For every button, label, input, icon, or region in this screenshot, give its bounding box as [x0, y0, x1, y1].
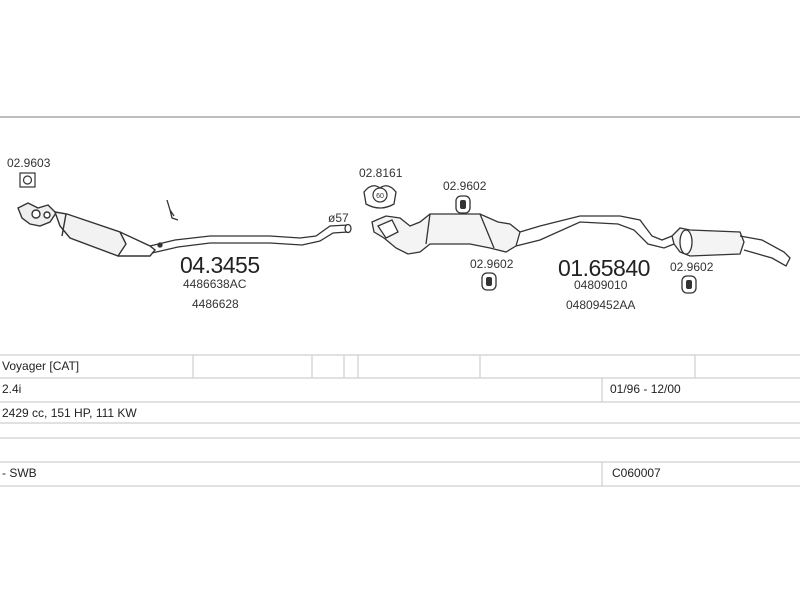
hanger-1-label: 02.9602	[443, 179, 487, 193]
vehicle-production: 01/96 - 12/00	[610, 382, 681, 396]
rear-box-oe-2: 04809452AA	[566, 298, 636, 312]
hanger-icon-3	[681, 275, 697, 294]
clamp-icon	[19, 172, 36, 188]
hanger-icon-1	[455, 195, 471, 214]
hanger-2-label: 02.9602	[470, 257, 514, 271]
hanger-3-label: 02.9602	[670, 260, 714, 274]
front-pipe-code: 04.3455	[180, 252, 260, 278]
bracket-icon	[363, 185, 397, 209]
front-pipe-oe-1: 4486638AC	[183, 277, 247, 291]
middle-silencer	[371, 213, 675, 255]
vehicle-engine: 2.4i	[2, 382, 22, 396]
clamp-label: 02.9603	[7, 156, 51, 170]
front-pipe	[149, 223, 352, 254]
front-pipe-oe-2: 4486628	[192, 297, 239, 311]
rear-box-code: 01.65840	[558, 255, 650, 281]
pipe-size-label: ø57	[328, 211, 349, 225]
bracket-badge: 60	[376, 193, 384, 200]
kit-code: C060007	[612, 466, 661, 480]
vehicle-variant: - SWB	[2, 466, 37, 480]
hanger-icon-2	[481, 272, 497, 291]
rear-silencer	[671, 227, 791, 267]
catalytic-converter	[17, 202, 156, 257]
vehicle-model: Voyager [CAT]	[2, 359, 80, 373]
table-grid	[0, 354, 800, 487]
bracket-label: 02.8161	[359, 166, 403, 180]
rear-box-oe-1: 04809010	[574, 278, 628, 292]
vehicle-specs: 2429 cc, 151 HP, 111 KW	[2, 406, 137, 420]
hanger-hook-icon	[166, 199, 179, 221]
